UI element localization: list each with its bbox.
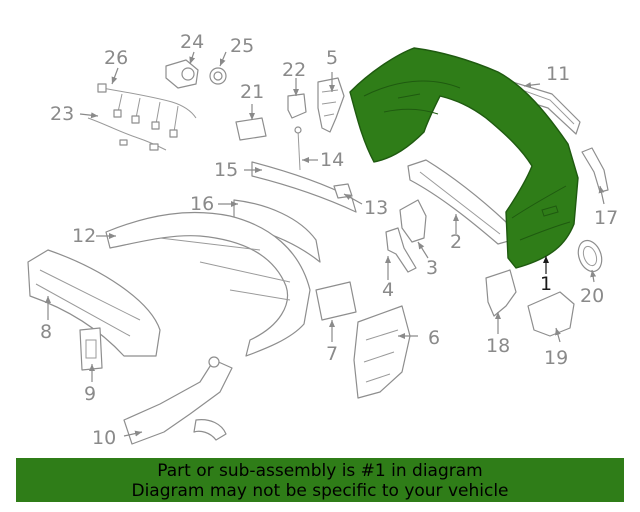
callout-24: 24	[180, 31, 204, 53]
part-23-wire	[87, 117, 167, 151]
callout-15: 15	[214, 159, 238, 181]
callout-6: 6	[428, 327, 440, 349]
callout-1: 1	[540, 273, 552, 295]
part-8-impact-bar	[27, 249, 161, 357]
leader-lines	[45, 51, 605, 437]
callout-5: 5	[326, 47, 338, 69]
callout-7: 7	[326, 343, 338, 365]
info-banner: Part or sub-assembly is #1 in diagram Di…	[16, 458, 624, 502]
banner-line-1: Part or sub-assembly is #1 in diagram	[157, 461, 483, 481]
callout-25: 25	[230, 35, 254, 57]
part-20-seal	[577, 239, 603, 273]
callout-16: 16	[190, 193, 214, 215]
callout-21: 21	[240, 81, 264, 103]
part-9-bracket	[79, 327, 103, 371]
callout-18: 18	[486, 335, 510, 357]
part-10-tow-hitch	[123, 356, 233, 445]
part-21-cover	[235, 117, 267, 141]
callout-19: 19	[544, 347, 568, 369]
callout-14: 14	[320, 149, 344, 171]
callout-26: 26	[104, 47, 128, 69]
part-12-lower-cover	[105, 211, 311, 357]
part-15-trim-strip	[251, 161, 357, 213]
callout-11: 11	[546, 63, 570, 85]
callout-12: 12	[72, 225, 96, 247]
part-26-wiring-harness	[97, 83, 197, 138]
callout-9: 9	[84, 383, 96, 405]
part-24-sensor	[165, 59, 199, 89]
callout-13: 13	[364, 197, 388, 219]
callout-2: 2	[450, 231, 462, 253]
callout-labels: 1 2 3 4 5 6 7 8 9 10 11 12 13 14 15 16 1…	[40, 31, 618, 449]
part-19-bracket	[527, 291, 575, 337]
part-6-bracket	[353, 305, 411, 399]
part-3-bracket	[399, 199, 427, 243]
part-4-bracket	[385, 227, 417, 273]
callout-23: 23	[50, 103, 74, 125]
callout-20: 20	[580, 285, 604, 307]
part-17-strip	[581, 147, 609, 193]
callout-10: 10	[92, 427, 116, 449]
part-22-bracket	[287, 93, 307, 119]
part-5-bracket	[317, 77, 345, 133]
callout-22: 22	[282, 59, 306, 81]
callout-17: 17	[594, 207, 618, 229]
part-7-flap	[315, 281, 357, 321]
callout-4: 4	[382, 279, 394, 301]
part-25-ring	[209, 67, 227, 85]
callout-8: 8	[40, 321, 52, 343]
part-18-bracket	[485, 269, 517, 317]
part-14-rod	[294, 126, 302, 171]
parts-diagram: 1 2 3 4 5 6 7 8 9 10 11 12 13 14 15 16 1…	[27, 31, 618, 449]
callout-3: 3	[426, 257, 438, 279]
part-1-bumper-cover-highlighted	[349, 47, 579, 269]
part-13-clip	[333, 183, 353, 199]
banner-line-2: Diagram may not be specific to your vehi…	[131, 481, 509, 501]
